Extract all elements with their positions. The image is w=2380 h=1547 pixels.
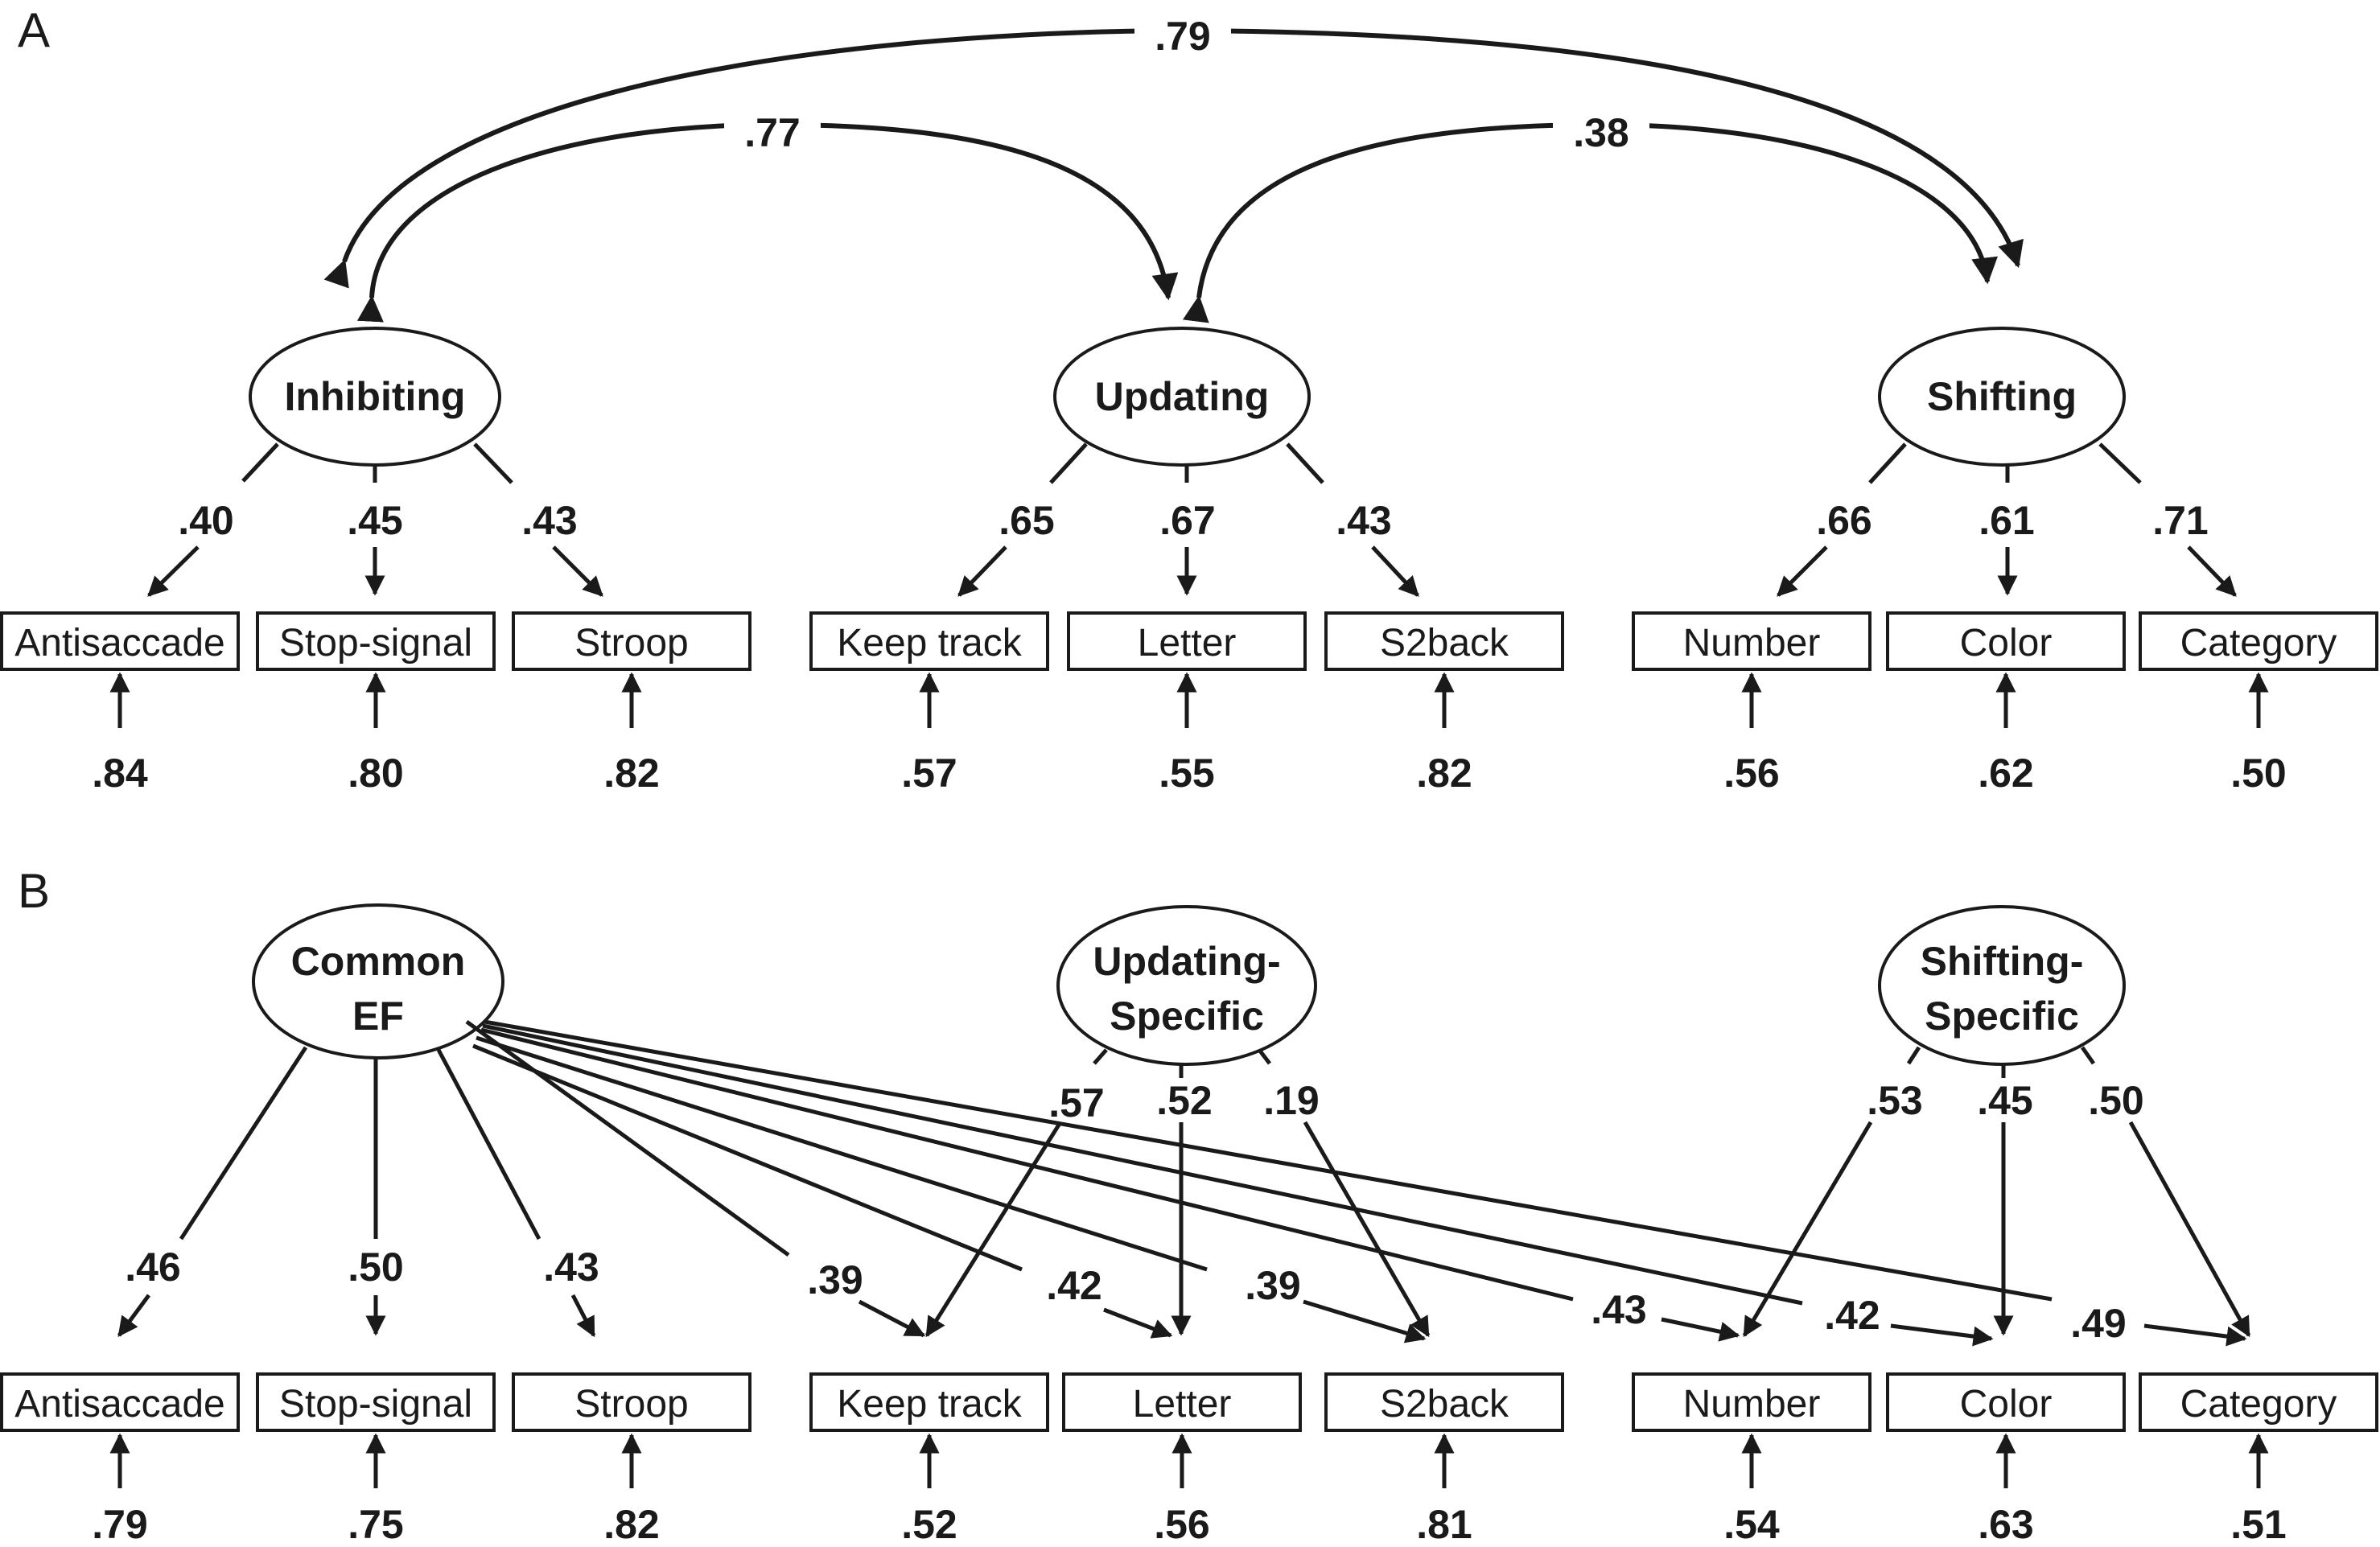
factor-updating-label: Updating <box>1095 374 1270 419</box>
common-loading-stroop: .43 <box>543 1245 599 1290</box>
error-arrows-b <box>109 1433 2269 1488</box>
error-a-number: .56 <box>1723 751 1780 796</box>
error-b-stop-signal: .75 <box>348 1502 404 1547</box>
loading-a-letter: .67 <box>1159 498 1216 543</box>
task-b-antisaccade: Antisaccade <box>14 1383 225 1426</box>
loading-a-s2back: .43 <box>1336 498 1392 543</box>
task-b-stop-signal: Stop-signal <box>279 1383 472 1426</box>
panel-a-label: A <box>18 3 50 57</box>
specific-loading-s2back: .19 <box>1263 1078 1320 1123</box>
specific-loading-keep-track: .57 <box>1048 1080 1105 1125</box>
factor-shifting <box>1878 327 2126 467</box>
common-loading-number: .43 <box>1591 1287 1647 1332</box>
factor-common-ef-line2: EF <box>352 994 404 1039</box>
loading-a-stop-signal: .45 <box>347 498 403 543</box>
common-loading-letter: .42 <box>1046 1263 1102 1308</box>
task-a-keep-track: Keep track <box>837 622 1022 664</box>
task-b-category: Category <box>2180 1383 2337 1426</box>
common-loading-category: .49 <box>2070 1301 2127 1346</box>
task-b-s2back: S2back <box>1380 1383 1509 1426</box>
loading-a-keep-track: .65 <box>999 498 1055 543</box>
error-a-s2back: .82 <box>1416 751 1472 796</box>
task-a-color: Color <box>1960 622 2053 664</box>
panel-b-label: B <box>18 864 50 918</box>
factor-common-ef <box>252 903 504 1059</box>
task-a-stop-signal: Stop-signal <box>279 622 472 664</box>
specific-loading-number: .53 <box>1867 1078 1923 1123</box>
task-a-s2back: S2back <box>1380 622 1509 664</box>
curve-inhibiting-shifting <box>323 27 2024 289</box>
task-a-letter: Letter <box>1138 622 1237 664</box>
task-a-number: Number <box>1683 622 1821 664</box>
task-a-antisaccade: Antisaccade <box>14 622 225 664</box>
common-loading-color: .42 <box>1824 1293 1880 1338</box>
specific-loading-category: .50 <box>2088 1078 2144 1123</box>
corr-updating-shifting: .38 <box>1573 110 1629 155</box>
factor-common-ef-line1: Common <box>291 939 466 984</box>
corr-bg-38 <box>1553 109 1649 157</box>
corr-inhibiting-shifting: .79 <box>1155 14 1211 59</box>
task-b-stroop: Stroop <box>574 1383 688 1426</box>
loading-a-antisaccade: .40 <box>178 498 234 543</box>
error-arrows-a <box>109 672 2269 728</box>
loading-a-category: .71 <box>2152 498 2209 543</box>
task-b-keep-track: Keep track <box>837 1383 1022 1426</box>
task-boxes-a <box>0 611 2378 671</box>
error-a-keep-track: .57 <box>901 751 957 796</box>
corr-bg-77 <box>724 109 821 157</box>
task-b-letter: Letter <box>1133 1383 1232 1426</box>
task-a-stroop: Stroop <box>574 622 688 664</box>
error-b-keep-track: .52 <box>901 1502 957 1547</box>
error-b-antisaccade: .79 <box>92 1502 148 1547</box>
loading-a-color: .61 <box>1979 498 2035 543</box>
common-loading-keep-track: .39 <box>807 1257 863 1302</box>
loading-a-stroop: .43 <box>521 498 578 543</box>
factor-updating-specific <box>1056 905 1317 1066</box>
specific-loading-letter: .52 <box>1156 1078 1213 1123</box>
task-a-category: Category <box>2180 622 2337 664</box>
task-boxes-b <box>0 1372 2378 1432</box>
task-b-number: Number <box>1683 1383 1821 1426</box>
factor-shifting-specific-line1: Shifting- <box>1921 939 2084 984</box>
factor-shifting-label: Shifting <box>1927 374 2077 419</box>
error-b-number: .54 <box>1723 1502 1780 1547</box>
error-a-letter: .55 <box>1159 751 1215 796</box>
factor-shifting-specific <box>1878 905 2126 1066</box>
error-b-category: .51 <box>2230 1502 2287 1547</box>
error-a-color: .62 <box>1978 751 2034 796</box>
error-a-antisaccade: .84 <box>92 751 148 796</box>
error-a-stop-signal: .80 <box>348 751 404 796</box>
loading-a-number: .66 <box>1816 498 1872 543</box>
error-a-stroop: .82 <box>603 751 660 796</box>
error-b-letter: .56 <box>1154 1502 1210 1547</box>
error-b-stroop: .82 <box>603 1502 660 1547</box>
loadings-panel-a <box>147 442 2237 597</box>
factor-updating-specific-line2: Specific <box>1110 994 1264 1039</box>
error-b-color: .63 <box>1978 1502 2034 1547</box>
task-b-color: Color <box>1960 1383 2053 1426</box>
error-a-category: .50 <box>2230 751 2287 796</box>
corr-bg-79 <box>1134 10 1231 58</box>
corr-inhibiting-updating: .77 <box>744 110 801 155</box>
factor-inhibiting-label: Inhibiting <box>285 374 466 419</box>
common-loading-stop-signal: .50 <box>348 1245 404 1290</box>
common-loading-antisaccade: .46 <box>125 1245 181 1290</box>
factor-updating <box>1053 327 1311 467</box>
factor-updating-specific-line1: Updating- <box>1093 939 1280 984</box>
error-b-s2back: .81 <box>1416 1502 1472 1547</box>
factor-shifting-specific-line2: Specific <box>1925 994 2079 1039</box>
common-loading-s2back: .39 <box>1245 1263 1301 1308</box>
specific-loading-color: .45 <box>1977 1078 2033 1123</box>
specific-paths <box>924 1046 2251 1338</box>
common-ef-paths <box>117 1019 2247 1347</box>
